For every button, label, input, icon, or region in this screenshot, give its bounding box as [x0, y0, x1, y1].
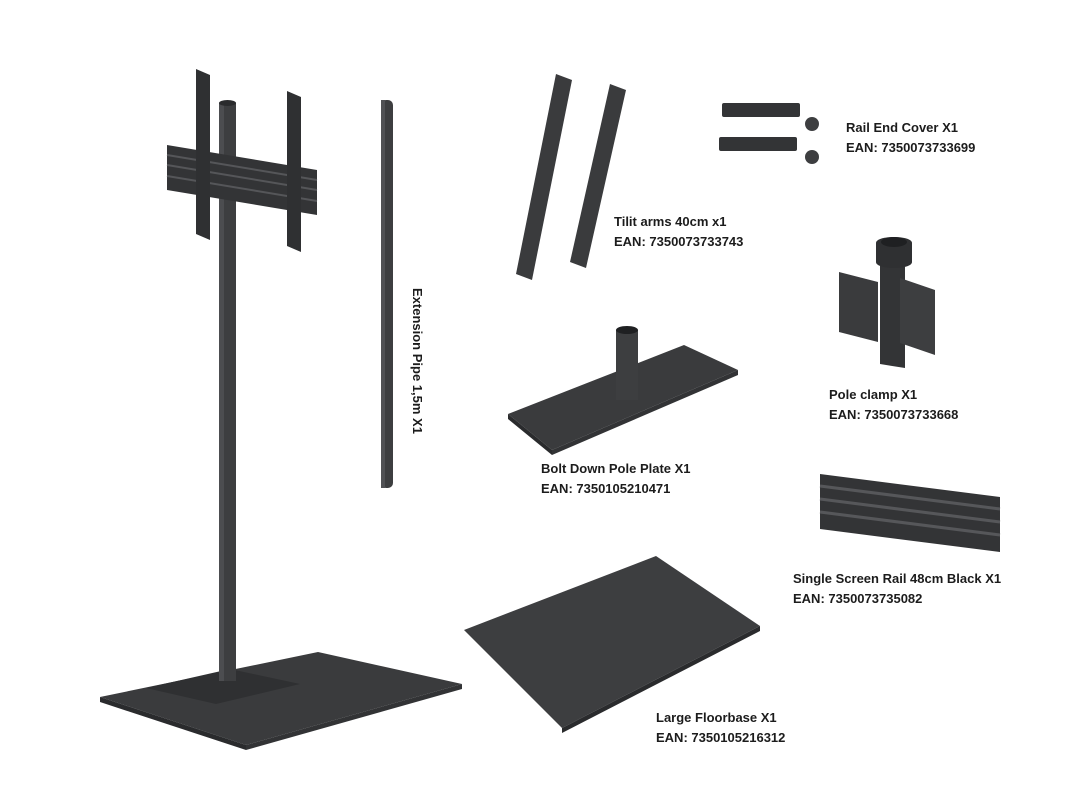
large-floorbase-part: [464, 556, 760, 733]
pole-clamp-part: [839, 237, 935, 368]
bolt-down-plate-label: Bolt Down Pole Plate X1 EAN: 73501052104…: [541, 459, 691, 499]
rail-end-cover-label: Rail End Cover X1 EAN: 7350073733699: [846, 118, 975, 158]
tilt-arms: [516, 74, 626, 280]
pole-clamp-ean: EAN: 7350073733668: [829, 407, 959, 422]
tilt-arms-ean: EAN: 7350073733743: [614, 234, 744, 249]
extension-pipe-label: Extension Pipe 1,5m X1: [410, 288, 425, 434]
large-floorbase-ean: EAN: 7350105216312: [656, 730, 786, 745]
screen-rail-label: Single Screen Rail 48cm Black X1 EAN: 73…: [793, 569, 1001, 609]
stand-base-plate: [146, 669, 300, 704]
pole-clamp-name: Pole clamp X1: [829, 387, 918, 402]
screen-rail-name: Single Screen Rail 48cm Black X1: [793, 571, 1002, 586]
tilt-arms-name: Tilit arms 40cm x1: [614, 214, 727, 229]
rail-end-cover-name: Rail End Cover X1: [846, 120, 958, 135]
screen-rail-ean: EAN: 7350073735082: [793, 591, 923, 606]
bolt-down-plate-part: [508, 326, 738, 455]
pole-clamp-label: Pole clamp X1 EAN: 7350073733668: [829, 385, 958, 425]
tilt-arms-label: Tilit arms 40cm x1 EAN: 7350073733743: [614, 212, 743, 252]
bolt-down-plate-name: Bolt Down Pole Plate X1: [541, 461, 691, 476]
assembled-floor-stand: [100, 69, 462, 750]
stand-floorbase: [100, 652, 462, 745]
stand-tilt-arm-left: [196, 69, 210, 240]
single-screen-rail-part: [819, 474, 1001, 552]
rail-end-cover-ean: EAN: 7350073733699: [846, 140, 976, 155]
extension-pipe: [381, 100, 393, 488]
rail-end-covers: [719, 103, 819, 164]
stand-tilt-arm-right: [287, 91, 301, 252]
bolt-down-plate-ean: EAN: 7350105210471: [541, 481, 671, 496]
large-floorbase-name: Large Floorbase X1: [656, 710, 777, 725]
large-floorbase-label: Large Floorbase X1 EAN: 7350105216312: [656, 708, 785, 748]
